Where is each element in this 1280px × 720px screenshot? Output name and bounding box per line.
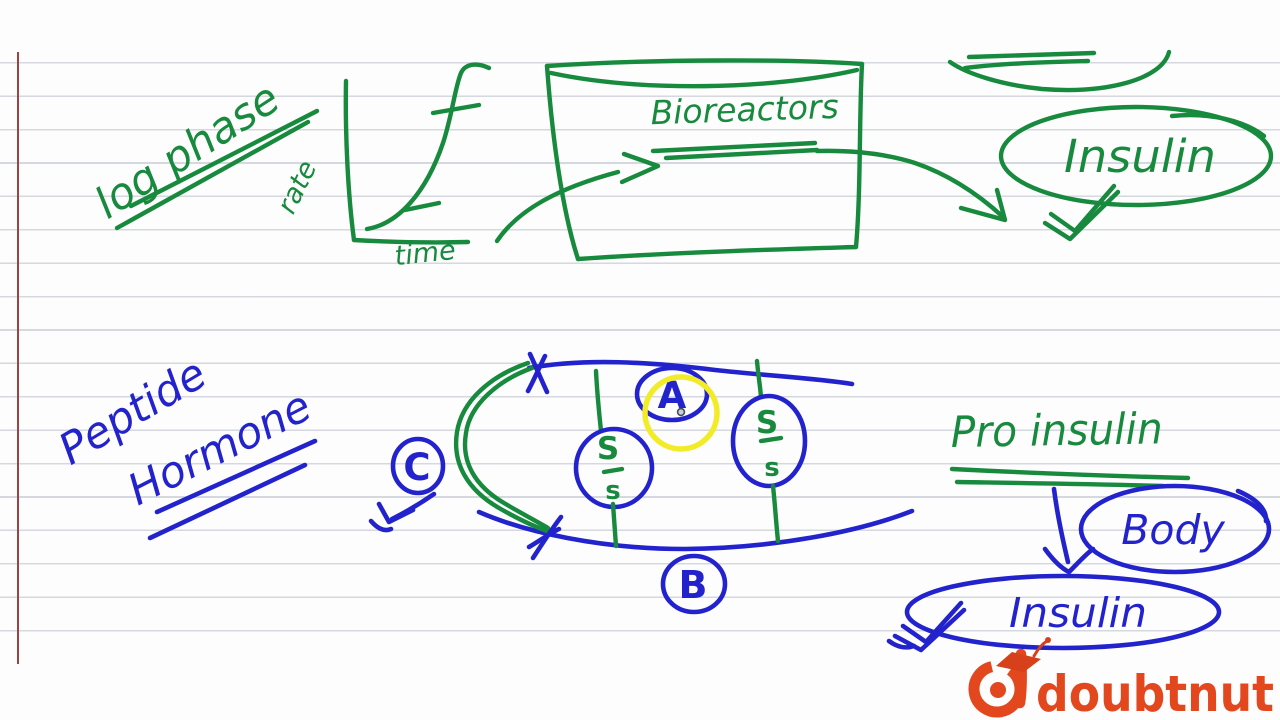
s-bottom-label: s <box>764 453 779 483</box>
checkmark-icon <box>1048 183 1117 234</box>
red-margin-line <box>17 52 19 664</box>
cursor-dot <box>676 407 686 417</box>
vessel-rim <box>548 67 860 89</box>
bubble-outline <box>904 573 1222 651</box>
arrow-proinsulin-to-insulin <box>1042 486 1096 575</box>
bond-line <box>593 368 604 434</box>
y-axis <box>343 78 357 243</box>
underline-stroke <box>154 438 318 515</box>
arrow-shaft <box>494 169 621 244</box>
arrow-shaft <box>814 148 1005 219</box>
underline-stroke <box>650 140 818 154</box>
chain-b-label: B <box>679 563 708 607</box>
vessel-left <box>544 63 581 262</box>
chain-c-label: C <box>403 446 430 489</box>
insulin-bottom-label: Insulin <box>1009 589 1147 637</box>
a-chain-strand <box>526 359 855 387</box>
c-peptide-overdraw <box>462 365 551 531</box>
doubtnut-logo: doubtnut <box>968 637 1274 720</box>
vessel-top <box>544 58 865 69</box>
circle-outline <box>730 393 808 489</box>
cleavage-tick <box>526 526 562 550</box>
bond-line <box>770 483 781 544</box>
proinsulin-label: Pro insulin <box>950 404 1163 458</box>
chain-a-label-group: A <box>634 365 720 452</box>
x-axis <box>351 237 471 245</box>
s-top-label: S <box>597 431 619 467</box>
disulfide-bridge-left: S s <box>573 368 655 549</box>
underline-stroke <box>954 479 1166 489</box>
bubble-outline <box>998 104 1274 208</box>
top-right-partial-sketch <box>947 49 1172 93</box>
checkmark-icon <box>892 607 967 653</box>
checkmark-overdraw <box>886 638 917 650</box>
arrow-icon <box>619 151 661 185</box>
bond-dash <box>758 435 784 444</box>
b-chain-strand <box>476 508 915 552</box>
proinsulin-note: Pro insulin <box>949 404 1191 489</box>
doubtnut-wordmark: doubtnut <box>1036 665 1274 720</box>
bubble-overdraw <box>1169 112 1267 139</box>
cleavage-tick <box>525 353 548 394</box>
bubble-overdraw <box>1235 488 1269 524</box>
arrow-overdraw <box>368 518 394 533</box>
insulin-top-label: Insulin <box>1064 130 1216 183</box>
c-peptide-hairpin <box>453 360 553 535</box>
arrow-shaft <box>1051 486 1071 565</box>
bioreactor-label: Bioreactors <box>650 87 839 133</box>
arrow-to-insulin <box>814 148 1008 223</box>
s-bottom-label: s <box>605 476 620 506</box>
arrow-icon <box>958 187 1008 223</box>
arrow-into-bioreactor <box>494 151 661 244</box>
bond-line <box>754 358 764 400</box>
logo-center-dot <box>990 682 1006 698</box>
peptide-hormone-note: Peptide Hormone <box>50 349 319 541</box>
swoosh-stroke <box>947 49 1172 93</box>
bond-dash <box>601 466 625 475</box>
bioreactor-box: Bioreactors <box>544 58 865 262</box>
disulfide-bridge-right: S s <box>730 358 808 544</box>
s-top-label: S <box>756 405 778 441</box>
graduation-cap-icon <box>996 652 1041 672</box>
underline-stroke <box>966 50 1097 60</box>
curve-tick <box>430 102 482 116</box>
underline-stroke <box>114 119 311 231</box>
underline-stroke <box>949 466 1191 481</box>
circle-outline <box>634 365 710 423</box>
bubble-outline <box>1078 483 1272 575</box>
growth-curve <box>364 62 492 232</box>
underline-stroke <box>147 462 308 541</box>
underline-stroke <box>962 58 1091 71</box>
chain-c-label-group: C <box>368 436 446 533</box>
body-label: Body <box>1121 506 1225 554</box>
y-axis-label: rate <box>271 156 323 219</box>
insulin-bubble-bottom: Insulin <box>886 573 1222 653</box>
checkmark-icon <box>1042 189 1121 242</box>
underline-stroke <box>663 147 820 161</box>
vessel-right <box>853 61 865 250</box>
chain-b-label-group: B <box>660 553 728 615</box>
circle-outline <box>390 436 446 496</box>
arrow-icon <box>376 501 416 525</box>
proinsulin-diagram: C A S s <box>368 351 915 615</box>
doubtnut-logo-icon <box>968 637 1051 718</box>
vessel-bottom <box>575 244 859 262</box>
cap-tassel-end <box>1045 637 1051 643</box>
underline-stroke <box>128 108 320 209</box>
bond-line <box>610 501 619 549</box>
body-bubble: Body <box>1078 483 1272 575</box>
circle-outline <box>660 553 728 615</box>
x-axis-label: time <box>393 235 457 272</box>
insulin-bubble-top: Insulin <box>998 104 1274 242</box>
checkmark-icon <box>900 600 964 645</box>
curve-tick <box>402 200 442 213</box>
yellow-highlight-circle <box>642 374 720 452</box>
growth-rate-graph: rate time <box>271 62 492 272</box>
